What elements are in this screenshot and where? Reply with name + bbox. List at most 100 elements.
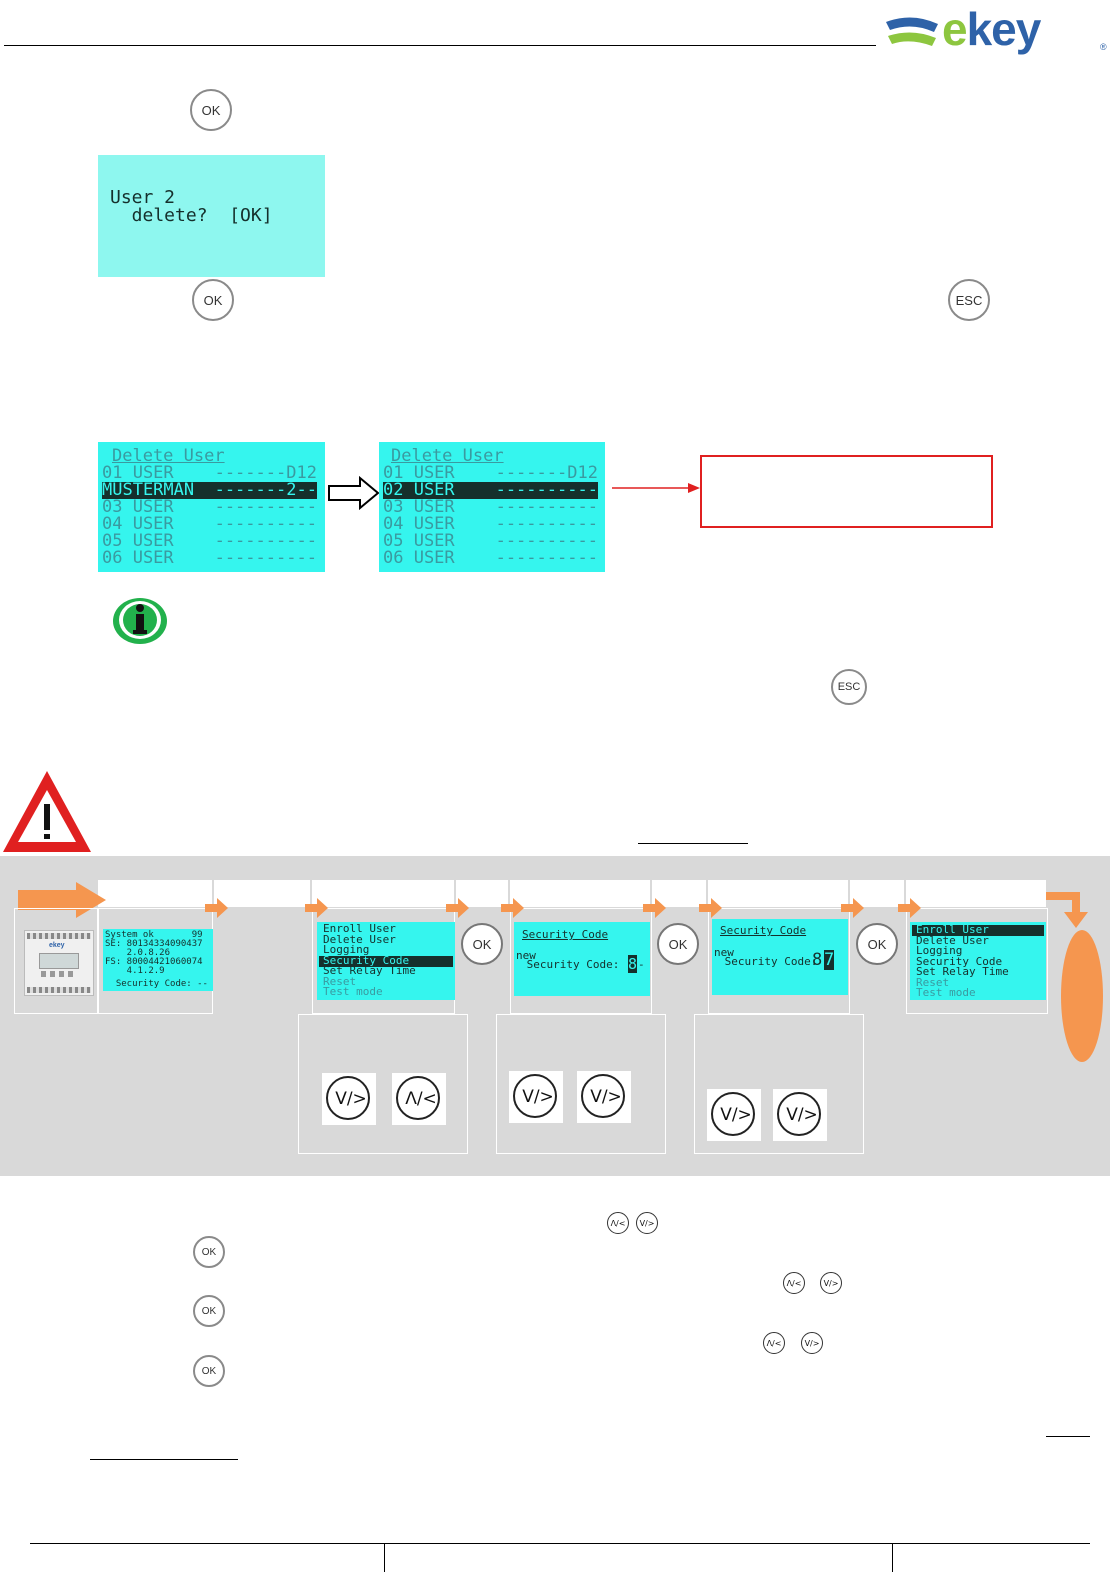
seccode-digit-2: 7	[824, 950, 835, 970]
down-right-key[interactable]: V/>	[509, 1071, 563, 1123]
device-display	[39, 953, 79, 969]
ok-button-step1[interactable]: OK	[461, 923, 503, 965]
up-left-key-small[interactable]: Λ/<	[783, 1272, 805, 1294]
ok-button-step2[interactable]: OK	[657, 923, 699, 965]
step-header	[312, 880, 454, 907]
step-header	[906, 880, 1046, 907]
header-rule	[4, 45, 876, 46]
step-arrow-icon	[643, 898, 666, 918]
device-bottom-strip	[27, 987, 91, 993]
keys-box-3	[694, 1014, 864, 1154]
key-ring	[581, 1074, 625, 1118]
seccode-digit-1: 8	[812, 950, 823, 970]
delete-row-selected: MUSTERMAN -------2--	[102, 480, 317, 500]
footer-divider	[384, 1543, 385, 1572]
up-left-key-small[interactable]: Λ/<	[763, 1332, 785, 1354]
seccode-code-label: Security Code:	[520, 958, 620, 971]
step-arrow-icon	[446, 898, 469, 918]
device-image: ekey	[24, 930, 94, 996]
status-line-6: Security Code: --	[105, 979, 208, 989]
step-arrow-icon	[898, 898, 921, 918]
ok-button[interactable]: OK	[190, 89, 232, 131]
menu-item: Reset	[916, 976, 950, 989]
delete-user-title: Delete User	[391, 446, 504, 466]
ok-button-step3[interactable]: OK	[856, 923, 898, 965]
security-code-lcd-2: Security Code new Security Code: 8 7	[712, 919, 848, 995]
delete-row: 01 USER -------D12	[383, 463, 598, 483]
delete-user-lcd-after: Delete User 01 USER -------D12 02 USER -…	[379, 442, 605, 572]
down-right-glyph: V/>	[335, 1089, 367, 1109]
delete-row: 03 USER ----------	[102, 497, 317, 517]
ok-button-confirm[interactable]: OK	[192, 279, 234, 321]
delete-user-title: Delete User	[112, 446, 225, 466]
seccode-rest: -	[638, 958, 645, 971]
down-right-key-small[interactable]: V/>	[636, 1212, 658, 1234]
seccode-new-label: new	[516, 949, 536, 962]
key-ring	[777, 1092, 821, 1136]
callout-box	[700, 455, 993, 528]
device-brand: ekey	[49, 942, 65, 949]
ok-button-instruction-1[interactable]: OK	[193, 1236, 225, 1268]
esc-button-small[interactable]: ESC	[831, 669, 867, 705]
delete-row: 01 USER -------D12	[102, 463, 317, 483]
step-header	[510, 880, 650, 907]
seccode-code-label: Security Code:	[718, 955, 818, 968]
code1-box	[510, 908, 652, 1014]
step-header	[708, 880, 848, 907]
seccode-digit: 8	[628, 955, 638, 973]
delete-row: 06 USER ----------	[102, 548, 317, 568]
menu-item: Test mode	[916, 986, 976, 999]
confirm-line-2: delete? [OK]	[110, 205, 273, 226]
logo-wordmark: ekey	[942, 3, 1041, 55]
delete-user-lcd-before: Delete User 01 USER -------D12 MUSTERMAN…	[98, 442, 325, 572]
menu-item: Logging	[916, 944, 963, 957]
down-right-key-small[interactable]: V/>	[820, 1272, 842, 1294]
seccode-title: Security Code	[720, 924, 807, 937]
confirm-delete-lcd: User 2 delete? [OK]	[98, 155, 325, 277]
delete-row: 04 USER ----------	[102, 514, 317, 534]
delete-row-selected: 02 USER ----------	[383, 480, 598, 500]
status-line-4: FS: 80004421060074	[105, 957, 203, 967]
down-right-key-small[interactable]: V/>	[801, 1332, 823, 1354]
menu-item: Delete User	[323, 933, 396, 946]
step-arrow-icon	[699, 898, 722, 918]
warning-icon	[3, 771, 91, 852]
down-right-key[interactable]: V/>	[773, 1089, 827, 1141]
delete-row: 03 USER ----------	[383, 497, 598, 517]
step-header	[652, 880, 706, 907]
menu-item-selected: Security Code	[319, 955, 453, 967]
logo-swoosh-icon	[886, 17, 938, 46]
footer-divider	[892, 1543, 893, 1572]
down-right-key[interactable]: V/>	[577, 1071, 631, 1123]
footer-rule	[30, 1543, 1090, 1544]
ekey-logo: ekey ®	[882, 3, 1108, 56]
status-lcd: System ok 99 SE: 80134334090437 2.0.8.26…	[103, 929, 213, 991]
status-line-1: System ok 99	[105, 930, 203, 940]
keys-box-1	[298, 1014, 468, 1154]
down-right-key[interactable]: V/>	[707, 1089, 761, 1141]
step-arrow-icon	[305, 898, 328, 918]
up-left-key-small[interactable]: Λ/<	[607, 1212, 629, 1234]
seccode-title: Security Code	[522, 928, 609, 941]
down-right-glyph: V/>	[720, 1105, 752, 1125]
delete-row: 05 USER ----------	[383, 531, 598, 551]
code2-box	[708, 908, 850, 1014]
menu-item: Reset	[323, 975, 357, 988]
menu-item: Set Relay Time	[323, 964, 416, 977]
underline-mark	[90, 1459, 238, 1460]
main-menu-lcd: Enroll User Delete User Logging Security…	[317, 922, 455, 1000]
menu-item: Security Code	[916, 955, 1003, 968]
delete-row: 06 USER ----------	[383, 548, 598, 568]
esc-button[interactable]: ESC	[948, 279, 990, 321]
menu-item: Set Relay Time	[916, 965, 1009, 978]
key-ring	[513, 1074, 557, 1118]
bent-down-arrow-icon	[1046, 892, 1088, 928]
down-right-key[interactable]: V/>	[322, 1073, 376, 1125]
ok-button-instruction-3[interactable]: OK	[193, 1355, 225, 1387]
down-right-glyph: V/>	[522, 1087, 554, 1107]
up-left-key[interactable]: Λ/<	[392, 1073, 446, 1125]
keys-box-2	[496, 1014, 666, 1154]
ok-button-instruction-2[interactable]: OK	[193, 1295, 225, 1327]
menu-item: Delete User	[916, 934, 989, 947]
up-left-glyph: Λ/<	[405, 1089, 437, 1109]
